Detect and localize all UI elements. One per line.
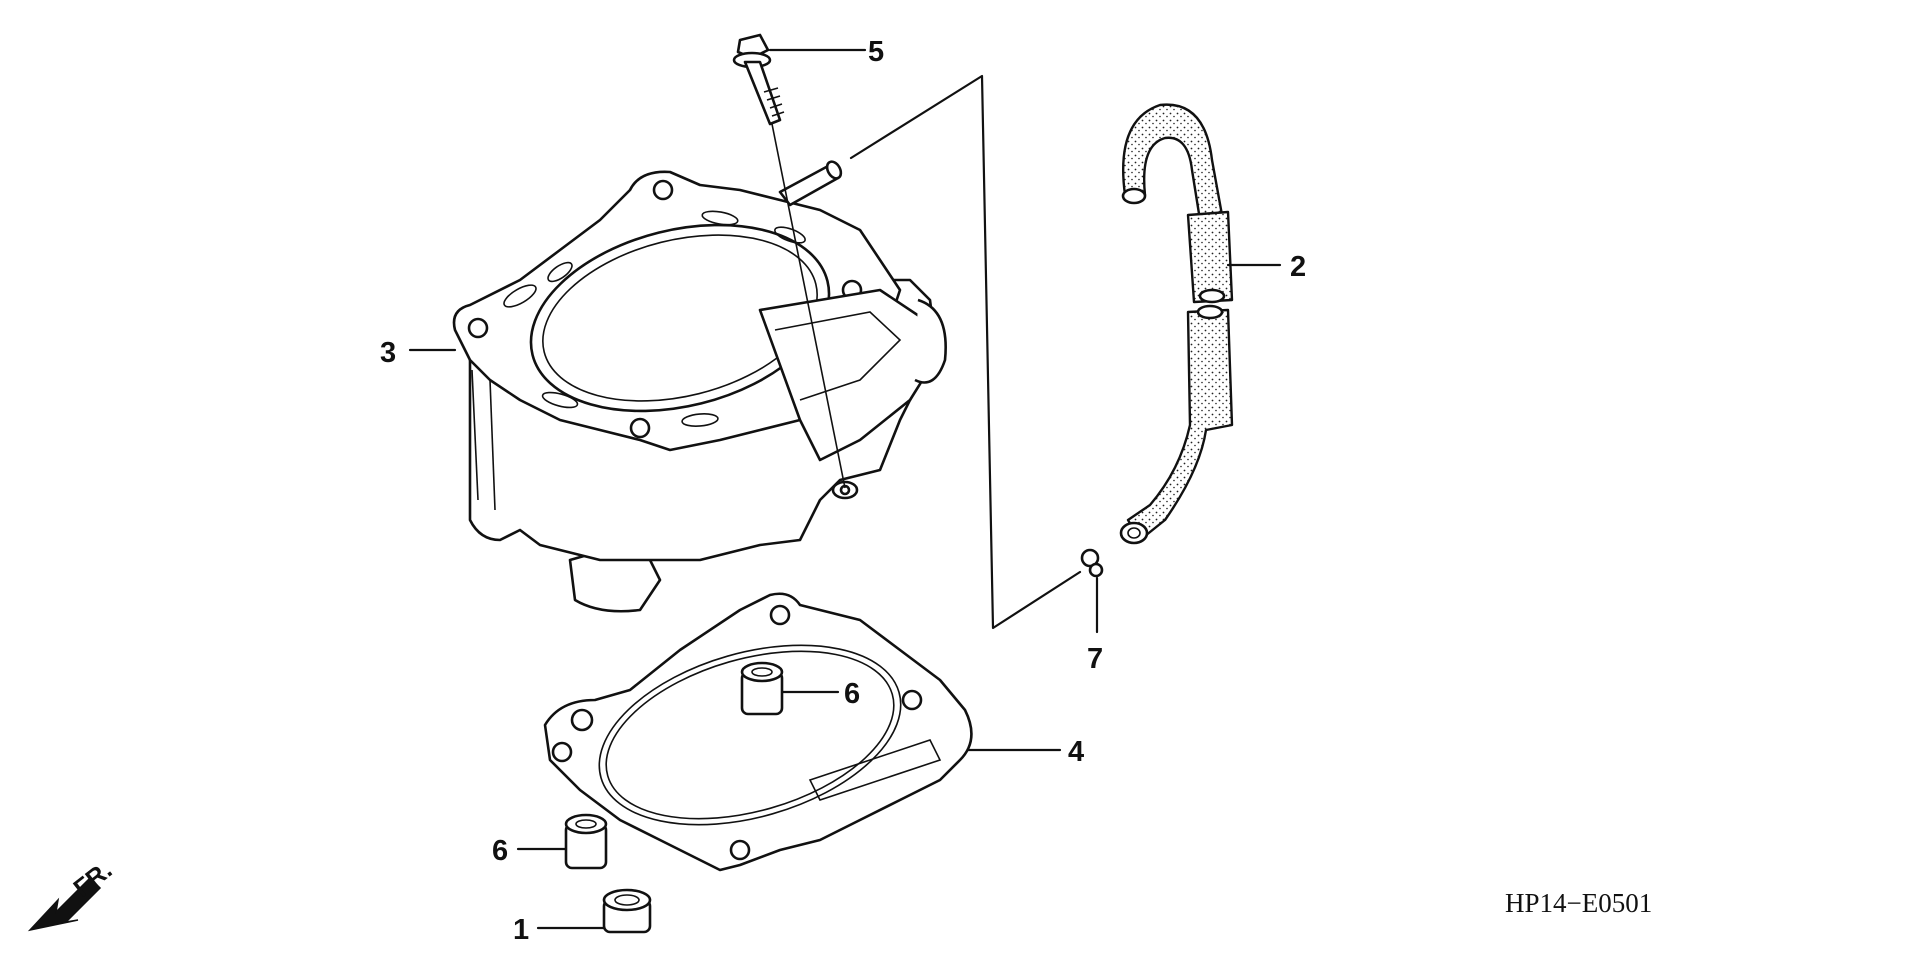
front-arrow-icon <box>27 876 102 932</box>
dowel-pin-upper <box>740 661 784 716</box>
callout-6b: 6 <box>492 835 508 867</box>
dowel-pin-lower <box>564 813 608 870</box>
callout-6a: 6 <box>844 678 860 710</box>
front-direction-marker: FR. <box>27 856 117 932</box>
breather-tube <box>1119 103 1234 545</box>
callout-5: 5 <box>868 36 884 68</box>
cylinder-gasket <box>543 592 973 872</box>
callout-2: 2 <box>1290 251 1306 283</box>
callout-1: 1 <box>513 914 529 946</box>
flange-bolt <box>732 33 785 126</box>
reference-lines <box>408 48 1282 930</box>
tube-clip <box>1080 548 1104 578</box>
drawing-code: HP14−E0501 <box>1505 888 1652 918</box>
callout-7: 7 <box>1087 643 1103 675</box>
callout-3: 3 <box>380 337 396 369</box>
dowel-pin-part-1 <box>602 888 652 934</box>
cylinder-block <box>452 160 947 613</box>
callout-4: 4 <box>1068 736 1084 768</box>
